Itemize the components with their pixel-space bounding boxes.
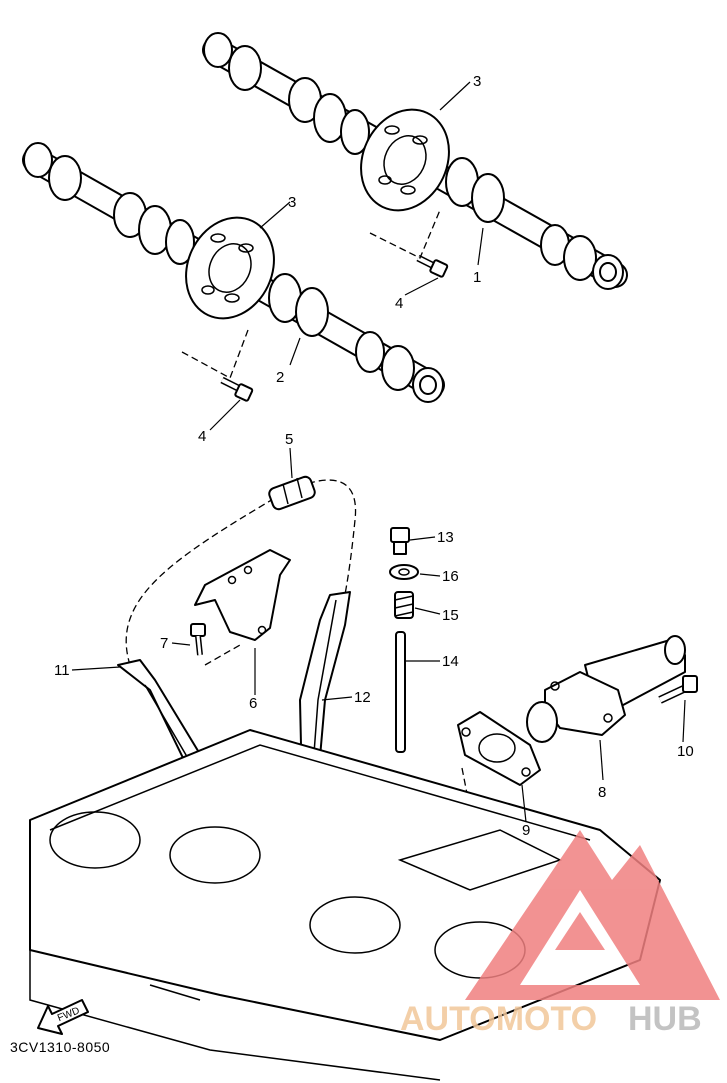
label-part-14: 14 <box>442 653 459 670</box>
tensioner-gasket-plate <box>457 711 541 786</box>
fwd-arrow: FWD <box>37 999 89 1035</box>
label-part-2: 2 <box>276 369 284 386</box>
chain-link-5 <box>268 475 316 511</box>
chain-guide-stay <box>194 549 291 641</box>
cam-chain-tensioner <box>526 635 686 743</box>
cam-sprocket-lower <box>185 216 275 320</box>
label-part-1: 1 <box>473 269 481 286</box>
label-part-6: 6 <box>249 695 257 712</box>
watermark-text-a: AUTOMOTO <box>400 1000 597 1038</box>
tensioner-bolt <box>658 675 698 704</box>
label-part-4-upper: 4 <box>395 295 403 312</box>
tensioner-cap-bolt <box>390 527 410 555</box>
label-part-15: 15 <box>442 607 459 624</box>
sprocket-bolt-upper <box>416 254 449 278</box>
label-part-8: 8 <box>598 784 606 801</box>
label-part-12: 12 <box>354 689 371 706</box>
tensioner-spring <box>394 591 414 619</box>
label-part-7: 7 <box>160 635 168 652</box>
label-part-16: 16 <box>442 568 459 585</box>
label-part-13: 13 <box>437 529 454 546</box>
label-part-5: 5 <box>285 431 293 448</box>
label-part-10: 10 <box>677 743 694 760</box>
tensioner-rod <box>395 631 406 753</box>
leader-lines <box>71 81 686 823</box>
part-labels: 3 3 1 4 2 4 5 13 16 15 7 14 11 12 6 10 8… <box>54 73 694 839</box>
label-part-11: 11 <box>54 662 70 679</box>
sprocket-bolt-lower <box>220 376 254 402</box>
label-part-4-lower: 4 <box>198 428 206 445</box>
watermark-logo-icon <box>465 830 720 1000</box>
label-part-3-upper: 3 <box>473 73 481 90</box>
cam-sprocket-upper <box>360 108 450 212</box>
catalog-code: 3CV1310-8050 <box>10 1039 110 1055</box>
label-part-3-lower: 3 <box>288 194 296 211</box>
watermark-text-b: HUB <box>628 1000 702 1038</box>
automotohub-watermark: AUTOMOTO HUB <box>400 830 720 1038</box>
timing-chain-path <box>125 479 357 666</box>
label-part-9: 9 <box>522 822 530 839</box>
tensioner-gasket <box>389 564 419 580</box>
stay-bolt <box>190 623 206 656</box>
